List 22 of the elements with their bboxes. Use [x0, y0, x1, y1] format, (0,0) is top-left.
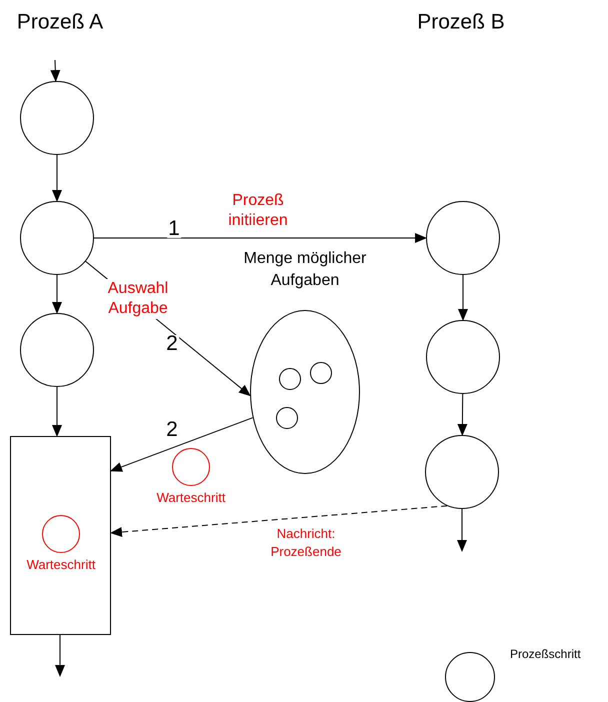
arrow: [52, 274, 62, 314]
dashed-arrow: [110, 505, 448, 537]
step-caption: Warteschritt: [26, 556, 96, 574]
arrow: [50, 60, 60, 82]
column-title: Prozeß B: [417, 9, 505, 36]
arrow: [110, 417, 254, 472]
step-caption: Warteschritt: [156, 489, 226, 507]
edge-label: 2: [165, 421, 179, 439]
node-heading: Menge möglicher Aufgaben: [242, 249, 368, 291]
edge-label: 1: [167, 220, 181, 238]
column-title: Prozeß A: [16, 9, 104, 36]
legend-text: Prozeßschritt: [510, 646, 581, 663]
arrow: [457, 394, 468, 436]
arrow: [457, 508, 467, 552]
process-box: [10, 436, 111, 635]
arrow: [94, 233, 427, 243]
arrow: [52, 154, 62, 202]
edge-label: 2: [165, 335, 179, 353]
arrow: [52, 386, 62, 437]
annotation: Prozeß initiieren: [227, 191, 289, 231]
arrow: [55, 634, 65, 677]
arrow: [458, 274, 468, 321]
